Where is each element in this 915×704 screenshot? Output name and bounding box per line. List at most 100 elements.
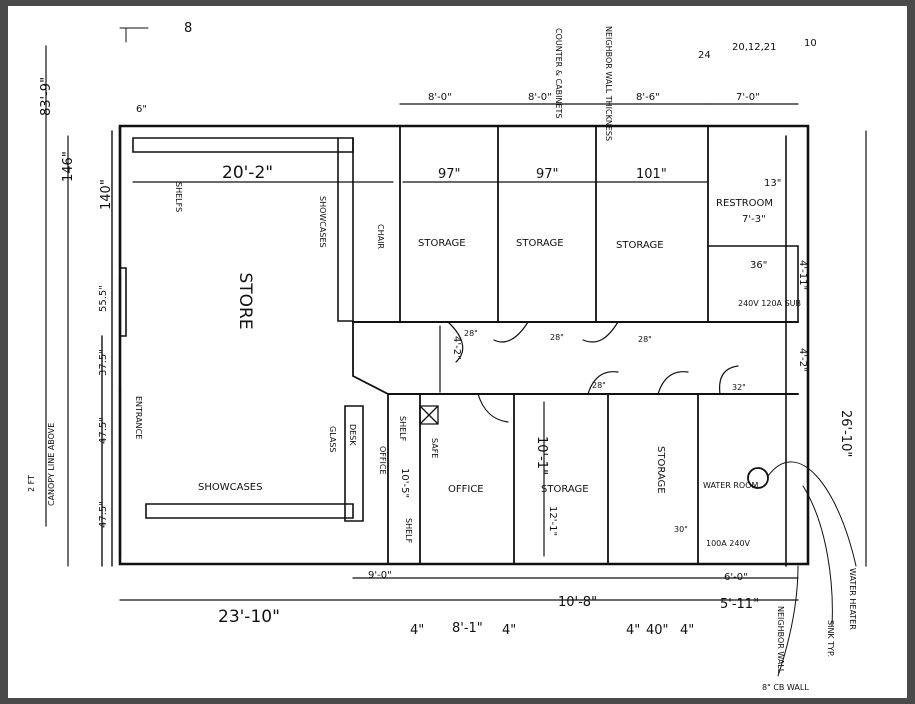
door-swing: [493, 321, 529, 343]
floor-plan-drawing: STORE STORAGE STORAGE STORAGE RESTROOM O…: [27, 21, 867, 692]
dim-4-2-right: 4'-2": [797, 348, 808, 372]
showcase-bottom: [145, 503, 354, 519]
dim-55-5: 55.5": [98, 285, 109, 312]
storage-4-label: STORAGE: [541, 484, 589, 495]
store-label: STORE: [235, 272, 255, 329]
door-swing: [582, 321, 619, 343]
dim-146: 146": [61, 151, 76, 182]
dim-top-8-0-b: 8'-0": [528, 92, 552, 103]
neighbor-wall-bottom-label: NEIGHBOR WALL: [776, 606, 785, 674]
dim-4-2: 4'-2": [451, 336, 462, 360]
dim-28-b: 28": [550, 333, 564, 342]
door-swing: [587, 371, 619, 395]
dim-40: 40": [646, 623, 669, 638]
safe-label: SAFE: [430, 438, 439, 458]
dim-10-5: 10'-5": [399, 468, 410, 498]
restroom-wall: [707, 245, 799, 323]
dim-7-3: 7'-3": [742, 214, 766, 225]
dim-28-d: 28": [592, 381, 606, 390]
store-lower-wall: [352, 321, 389, 395]
dim-6-0: 6'-0": [724, 572, 748, 583]
cb-wall-label: 8" CB WALL: [762, 683, 809, 692]
dim-36-in: 36": [750, 260, 767, 271]
door-swing: [718, 365, 739, 395]
dim-2-ft: 2 FT: [27, 475, 36, 492]
showcase-top-wall: [132, 137, 354, 153]
dim-28-a: 28": [464, 329, 478, 338]
dim-28-c: 28": [638, 335, 652, 344]
sink-label: SINK TYP.: [826, 620, 835, 657]
floor-plan-sheet: STORE STORAGE STORAGE STORAGE RESTROOM O…: [8, 6, 907, 698]
north-arrow: [119, 27, 149, 43]
dim-4-c: 4": [626, 623, 640, 638]
canopy-label: CANOPY LINE ABOVE: [47, 423, 56, 506]
dim-8-1: 8'-1": [452, 621, 483, 636]
showcases-top-label: SHOWCASES: [318, 196, 327, 248]
shelf-right-label: SHELF: [404, 518, 413, 544]
facade-jog: [119, 267, 127, 337]
dim-6: 6": [136, 104, 147, 115]
dim-47-5-a: 47.5": [98, 417, 109, 444]
door-swing: [447, 321, 464, 363]
desk-label: DESK: [348, 424, 357, 446]
dim-top-10: 10: [804, 38, 817, 49]
dim-37-5: 37.5": [98, 349, 109, 376]
panel-sub-label: 240V 120A SUB: [738, 299, 801, 308]
dim-top-8-0-a: 8'-0": [428, 92, 452, 103]
dim-top-8-6: 8'-6": [636, 92, 660, 103]
dim-10-8: 10'-8": [558, 595, 597, 610]
dim-140: 140": [99, 179, 114, 210]
shelf-left-label: SHELF: [398, 416, 407, 442]
dim-5-11: 5'-11": [720, 597, 759, 612]
dim-32: 32": [732, 383, 746, 392]
panel-main-label: 100A 240V: [706, 539, 751, 548]
dim-23-10: 23'-10": [218, 607, 280, 627]
storage-2-label: STORAGE: [516, 238, 564, 249]
dim-9-0: 9'-0": [368, 570, 392, 581]
safe-box: [419, 405, 439, 425]
counter-cabinets-label: COUNTER & CABINETS: [554, 28, 563, 118]
office-small-label: OFFICE: [378, 446, 387, 475]
dim-4-d: 4": [680, 623, 694, 638]
dim-13: 13": [764, 178, 781, 189]
storage-1-label: STORAGE: [418, 238, 466, 249]
chair-label: CHAIR: [376, 224, 385, 249]
water-heater-label: WATER HEATER: [848, 568, 857, 630]
dim-top-24: 24: [698, 50, 711, 61]
dim-47-5-b: 47.5": [98, 501, 109, 528]
dim-26-10: 26'-10": [838, 410, 853, 457]
entrance-label: ENTRANCE: [134, 396, 143, 439]
canopy-line: [101, 130, 113, 567]
storage-5-label: STORAGE: [655, 446, 666, 494]
office-label: OFFICE: [448, 484, 484, 495]
door-swing: [657, 371, 689, 395]
dim-20-2: 20'-2": [222, 163, 273, 183]
dim-83-9: 83'-9": [39, 77, 54, 116]
door-swing: [477, 393, 509, 423]
shelfs-label: SHELFS: [174, 182, 183, 212]
storage-3-label: STORAGE: [616, 240, 664, 251]
dim-97-a: 97": [438, 167, 461, 182]
dim-8-corner: 8: [184, 21, 192, 36]
dim-4-11: 4'-11": [797, 260, 808, 290]
showcase-right: [337, 137, 354, 322]
water-heater-symbol: [747, 467, 769, 489]
restroom-label: RESTROOM: [716, 198, 773, 209]
dim-101: 101": [636, 167, 667, 182]
dim-top-20-12-21: 20,12,21: [732, 42, 777, 53]
dim-4-a: 4": [410, 623, 424, 638]
dim-97-b: 97": [536, 167, 559, 182]
dim-top-7-0: 7'-0": [736, 92, 760, 103]
dim-4-b: 4": [502, 623, 516, 638]
leader-sink: [802, 485, 833, 627]
leader-water-heater: [767, 461, 857, 567]
dim-10-1: 10'-1": [534, 436, 549, 475]
dim-12-1: 12'-1": [547, 506, 558, 536]
showcases-bottom-label: SHOWCASES: [198, 482, 262, 493]
desk-outline: [344, 405, 364, 522]
outer-wall: [118, 124, 810, 566]
leader-cb-wall: [777, 565, 799, 677]
dim-30: 30": [674, 525, 688, 534]
neighbor-wall-label: NEIGHBOR WALL THICKNESS: [604, 26, 613, 141]
glass-label: GLASS: [328, 426, 337, 452]
